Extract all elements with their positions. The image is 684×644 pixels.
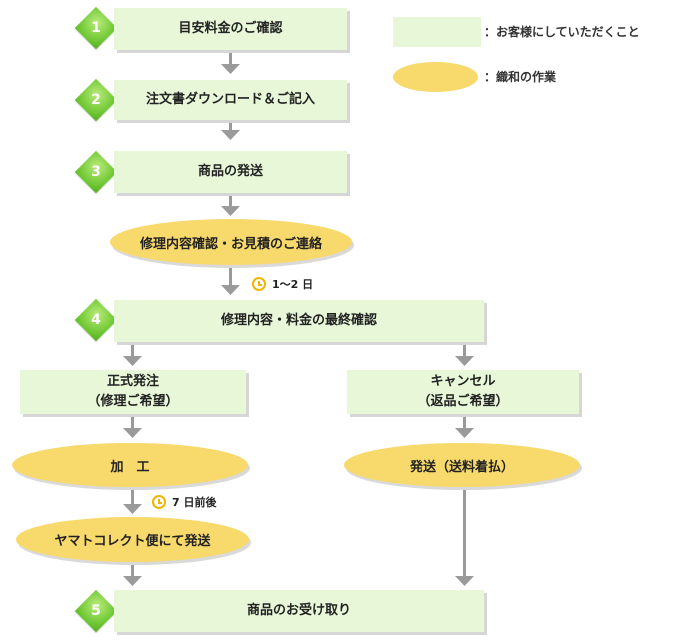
step-2-label: 注文書ダウンロード＆ご記入 bbox=[145, 92, 315, 107]
legend-shop-label: ：織和の作業 bbox=[484, 70, 557, 84]
step-4-badge: 4 bbox=[74, 298, 118, 342]
step-5-box: 商品のお受け取り bbox=[114, 590, 484, 632]
legend-customer-swatch bbox=[393, 17, 481, 47]
legend-shop-swatch bbox=[393, 62, 478, 92]
step-2-number: 2 bbox=[91, 92, 101, 108]
step-2-box: 注文書ダウンロード＆ご記入 bbox=[114, 80, 347, 120]
step-1-label: 目安料金のご確認 bbox=[178, 21, 283, 36]
step-3-badge: 3 bbox=[74, 150, 118, 194]
step-5-label: 商品のお受け取り bbox=[246, 603, 351, 618]
order-branch-label: 正式発注 （修理ご希望） bbox=[87, 374, 179, 409]
processing-duration-text: 7 日前後 bbox=[172, 496, 217, 509]
yamato-shipping-label: ヤマトコレクト便にて発送 bbox=[54, 534, 211, 549]
processing-label: 加 工 bbox=[110, 459, 150, 475]
step-5-number: 5 bbox=[91, 603, 101, 619]
step-1-badge: 1 bbox=[74, 6, 118, 50]
order-branch-box: 正式発注 （修理ご希望） bbox=[20, 370, 246, 414]
return-shipping-label: 発送（送料着払） bbox=[409, 459, 514, 475]
step-4-box: 修理内容・料金の最終確認 bbox=[114, 300, 484, 342]
estimate-contact-oval: 修理内容確認・お見積のご連絡 bbox=[110, 219, 352, 265]
step-1-number: 1 bbox=[91, 20, 101, 36]
step-3-label: 商品の発送 bbox=[197, 164, 263, 179]
step-2-badge: 2 bbox=[74, 78, 118, 122]
legend-customer-label: ：お客様にしていただくこと bbox=[484, 25, 640, 39]
step-4-label: 修理内容・料金の最終確認 bbox=[220, 313, 377, 328]
clock-icon bbox=[152, 495, 166, 509]
estimate-duration-text: 1～2 日 bbox=[272, 278, 314, 291]
clock-icon bbox=[252, 277, 266, 291]
cancel-branch-box: キャンセル （返品ご希望） bbox=[347, 370, 579, 414]
step-5-badge: 5 bbox=[74, 589, 118, 633]
processing-duration: 7 日前後 bbox=[152, 494, 216, 510]
estimate-contact-label: 修理内容確認・お見積のご連絡 bbox=[139, 236, 322, 252]
estimate-duration: 1～2 日 bbox=[252, 276, 313, 292]
cancel-branch-label: キャンセル （返品ご希望） bbox=[417, 374, 509, 409]
yamato-shipping-oval: ヤマトコレクト便にて発送 bbox=[16, 517, 249, 562]
step-3-box: 商品の発送 bbox=[114, 151, 347, 193]
step-1-box: 目安料金のご確認 bbox=[114, 8, 347, 50]
step-3-number: 3 bbox=[91, 164, 101, 180]
return-shipping-oval: 発送（送料着払） bbox=[344, 443, 580, 487]
processing-oval: 加 工 bbox=[12, 443, 248, 487]
step-4-number: 4 bbox=[91, 312, 101, 328]
